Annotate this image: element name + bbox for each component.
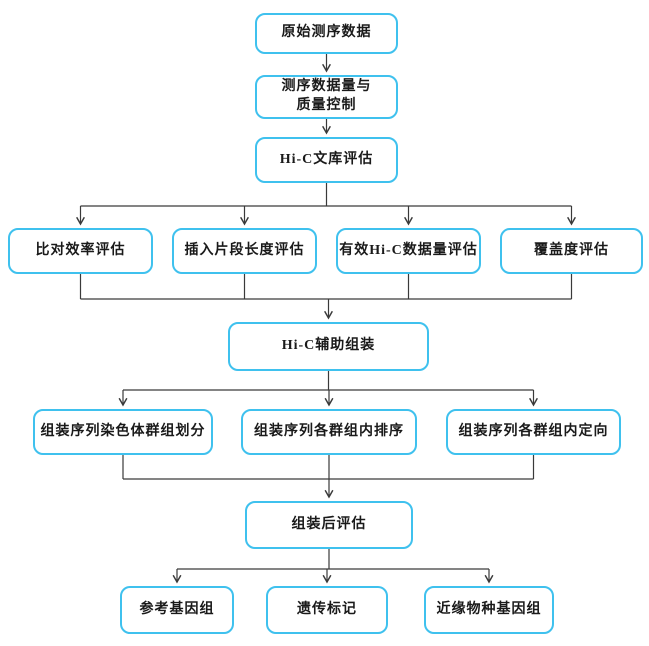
node-label: 比对效率评估: [35, 242, 126, 258]
node-chromosome-group-clustering: 组装序列染色体群组划分: [33, 409, 213, 455]
node-label: 近缘物种基因组: [436, 601, 542, 617]
node-label: 有效Hi-C数据量评估: [339, 242, 478, 258]
node-label: Hi-C文库评估: [279, 151, 374, 167]
converge-steps-rail: [122, 455, 535, 480]
node-label: 测序数据量与: [281, 79, 372, 95]
converge-evals-rail: [79, 274, 573, 300]
node-insert-size-eval: 插入片段长度评估: [172, 228, 317, 274]
node-label: 原始测序数据: [281, 25, 372, 41]
node-genetic-markers: 遗传标记: [266, 586, 388, 634]
node-label: Hi-C辅助组装: [281, 338, 376, 354]
node-raw-sequencing-data: 原始测序数据: [255, 13, 398, 54]
split-library-rail: [80, 183, 572, 207]
node-label: 参考基因组: [139, 601, 215, 617]
node-label: 组装序列各群组内定向: [458, 423, 609, 439]
node-related-species-genome: 近缘物种基因组: [424, 586, 554, 634]
split-assembly-rail: [123, 371, 534, 391]
node-reference-genome: 参考基因组: [120, 586, 234, 634]
node-valid-hic-data-eval: 有效Hi-C数据量评估: [336, 228, 481, 274]
node-hic-library-evaluation: Hi-C文库评估: [255, 137, 398, 183]
node-coverage-eval: 覆盖度评估: [500, 228, 643, 274]
node-intra-group-ordering: 组装序列各群组内排序: [241, 409, 417, 455]
node-data-volume-quality-control: 测序数据量与 质量控制: [255, 75, 398, 119]
node-label-line2: 质量控制: [296, 98, 357, 113]
node-post-assembly-evaluation: 组装后评估: [245, 501, 413, 549]
node-label: 组装序列染色体群组划分: [40, 423, 206, 439]
node-label: 插入片段长度评估: [184, 242, 305, 258]
node-alignment-efficiency-eval: 比对效率评估: [8, 228, 153, 274]
node-label: 组装后评估: [291, 516, 367, 532]
node-hic-assisted-assembly: Hi-C辅助组装: [228, 322, 429, 371]
node-label: 覆盖度评估: [534, 242, 609, 258]
split-post-eval-rail: [177, 549, 489, 570]
node-intra-group-orientation: 组装序列各群组内定向: [446, 409, 621, 455]
node-label: 遗传标记: [297, 601, 357, 617]
node-label: 组装序列各群组内排序: [254, 423, 404, 439]
